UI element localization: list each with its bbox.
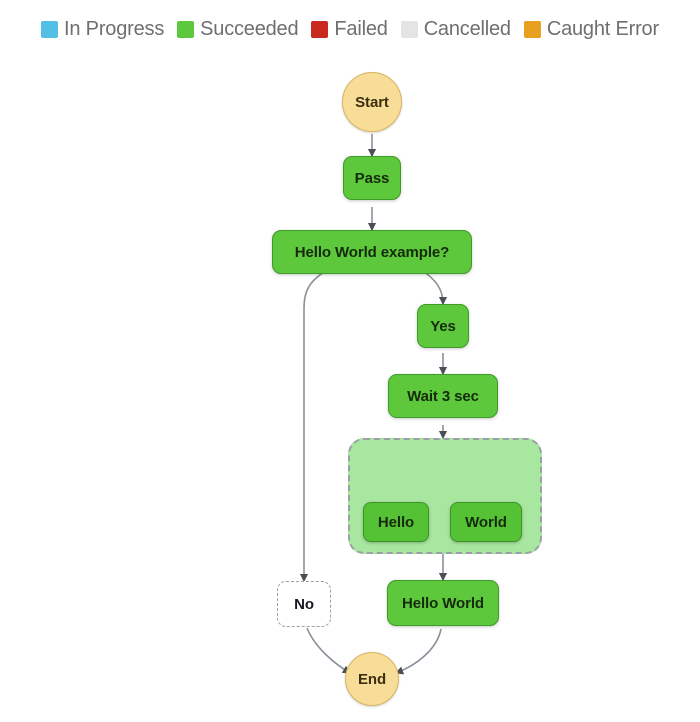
legend-label-caught-error: Caught Error bbox=[546, 18, 659, 40]
legend-item-succeeded: Succeeded bbox=[177, 18, 299, 40]
edge-choice-no bbox=[299, 268, 330, 583]
node-label-wait: Wait 3 sec bbox=[407, 387, 479, 405]
node-start[interactable]: Start bbox=[342, 72, 402, 132]
node-hello-world[interactable]: Hello World bbox=[387, 580, 499, 626]
node-label-hello: Hello bbox=[377, 513, 415, 531]
edge-choice-yes bbox=[419, 268, 448, 306]
node-label-choice: Hello World example? bbox=[294, 243, 450, 261]
node-label-start: Start bbox=[355, 93, 389, 111]
node-yes[interactable]: Yes bbox=[417, 304, 469, 348]
status-swatch-cancelled bbox=[400, 20, 418, 38]
legend-label-succeeded: Succeeded bbox=[200, 18, 299, 40]
node-label-end: End bbox=[357, 670, 387, 688]
legend-item-failed: Failed bbox=[311, 18, 388, 40]
node-label-yes: Yes bbox=[430, 317, 456, 335]
status-swatch-in-progress bbox=[41, 20, 59, 38]
status-swatch-succeeded bbox=[177, 20, 195, 38]
state-machine-graph[interactable]: Start Pass Hello World example? Yes Wait… bbox=[0, 56, 700, 722]
legend-label-cancelled: Cancelled bbox=[423, 18, 511, 40]
node-label-pass: Pass bbox=[354, 169, 390, 187]
node-hello[interactable]: Hello bbox=[363, 502, 429, 542]
edge-hello-world-end bbox=[394, 628, 442, 675]
node-label-hello-world: Hello World bbox=[402, 594, 484, 612]
node-wait-3-sec[interactable]: Wait 3 sec bbox=[388, 374, 498, 418]
node-label-world: World bbox=[465, 513, 507, 531]
node-no[interactable]: No bbox=[277, 581, 331, 627]
node-label-no: No bbox=[294, 595, 314, 613]
node-world[interactable]: World bbox=[450, 502, 522, 542]
legend-label-in-progress: In Progress bbox=[64, 18, 165, 40]
status-swatch-caught-error bbox=[523, 20, 541, 38]
node-choice-hello-world-example[interactable]: Hello World example? bbox=[272, 230, 472, 274]
edge-no-end bbox=[306, 627, 351, 674]
legend-item-caught-error: Caught Error bbox=[523, 18, 659, 40]
legend-item-in-progress: In Progress bbox=[41, 19, 164, 39]
status-swatch-failed bbox=[311, 20, 329, 38]
node-end[interactable]: End bbox=[345, 652, 399, 706]
legend-label-failed: Failed bbox=[334, 18, 388, 40]
status-legend: In Progress Succeeded Failed Cancelled C… bbox=[0, 0, 700, 58]
node-pass[interactable]: Pass bbox=[343, 156, 401, 200]
legend-item-cancelled: Cancelled bbox=[400, 18, 511, 40]
